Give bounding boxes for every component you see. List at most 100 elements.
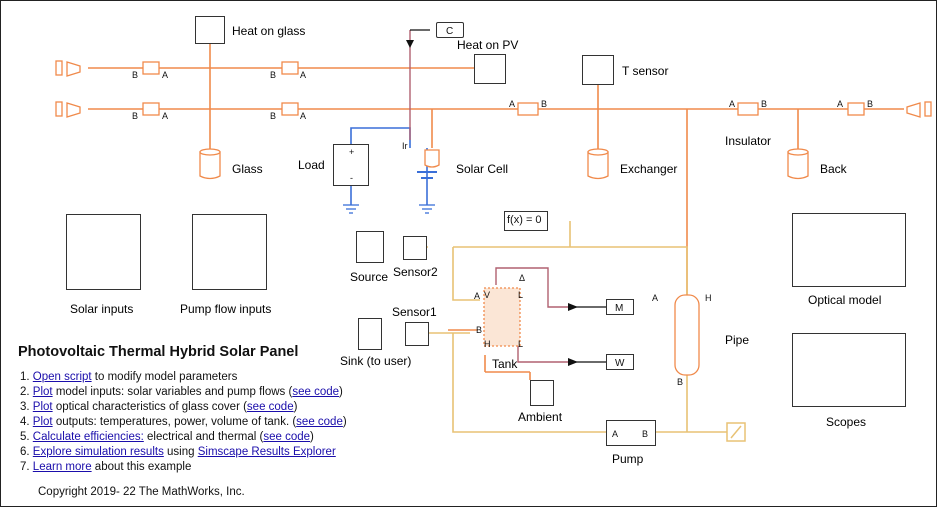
pipe-port-b: B	[677, 377, 684, 387]
load-label: Load	[298, 158, 325, 172]
port-a: A	[837, 99, 844, 109]
pv-cell-symbol	[417, 171, 437, 179]
port-b: B	[132, 111, 139, 121]
tank-port-l2: L	[518, 339, 524, 349]
pump-label: Pump	[612, 452, 644, 466]
instruction-step-5: 5. Calculate efficiencies: electrical an…	[20, 430, 347, 445]
step-link[interactable]: Plot	[32, 386, 53, 398]
t-sensor-label: T sensor	[622, 64, 669, 78]
instruction-step-1: 1. Open script to modify model parameter…	[20, 370, 347, 385]
pump-port-b: B	[642, 429, 649, 439]
step-text: using	[163, 446, 198, 458]
load-minus: -	[350, 173, 353, 183]
optical-model-block[interactable]	[792, 213, 906, 287]
sensor1-block[interactable]	[405, 322, 429, 346]
instruction-step-2: 2. Plot model inputs: solar variables an…	[20, 385, 347, 400]
back-label: Back	[820, 162, 847, 176]
step-text: 4.	[20, 416, 33, 428]
port-a: A	[509, 99, 516, 109]
step-text: model inputs: solar variables and pump f…	[52, 386, 293, 398]
step-link[interactable]: Plot	[32, 416, 53, 428]
pipe-port-a: A	[652, 293, 659, 303]
step-text: )	[293, 401, 298, 413]
load-plus: +	[349, 147, 355, 157]
step-text: 5.	[20, 431, 33, 443]
sensor2-label: Sensor2	[393, 265, 438, 279]
tank-port-a: A	[474, 291, 481, 301]
goto-w-block[interactable]	[606, 354, 634, 370]
port-b: B	[541, 99, 548, 109]
insulator-label: Insulator	[725, 134, 772, 148]
source-block[interactable]	[356, 231, 384, 263]
step-text: )	[339, 386, 343, 398]
goto-c-label: C	[446, 26, 454, 37]
step-link[interactable]: Plot	[32, 401, 53, 413]
load-block[interactable]	[333, 144, 369, 186]
solar-inputs-block[interactable]	[66, 214, 141, 290]
step-text: )	[342, 416, 347, 428]
tank-label: Tank	[492, 357, 518, 371]
sensor1-label: Sensor1	[392, 305, 437, 319]
port-a: A	[300, 111, 307, 121]
pump-port-a: A	[612, 429, 619, 439]
port-a: A	[162, 70, 169, 80]
tank-port-v: V	[484, 290, 491, 300]
heat-on-pv-block[interactable]	[474, 54, 506, 84]
step-link[interactable]: see code	[292, 386, 340, 398]
step-link[interactable]: Calculate efficiencies:	[32, 431, 144, 443]
step-text: )	[310, 431, 314, 443]
pump-block[interactable]	[606, 420, 656, 446]
fx-label: f(x) = 0	[507, 214, 542, 226]
ambient-label: Ambient	[518, 410, 563, 424]
port-b: B	[270, 111, 277, 121]
sink-label: Sink (to user)	[340, 354, 412, 368]
step-text: 3.	[20, 401, 33, 413]
solar-cell-label: Solar Cell	[456, 162, 509, 176]
port-a: A	[300, 70, 307, 80]
tank-port-h: H	[484, 339, 491, 349]
goto-m-label: M	[615, 303, 624, 314]
ambient-block[interactable]	[530, 380, 554, 406]
port-a: A	[162, 111, 169, 121]
port-b: B	[761, 99, 768, 109]
step-link[interactable]: Explore simulation results	[32, 446, 164, 458]
port-a: A	[729, 99, 736, 109]
ir-port-label: Ir	[402, 141, 408, 151]
glass-label: Glass	[232, 162, 263, 176]
step-text: outputs: temperatures, power, volume of …	[52, 416, 297, 428]
scopes-label: Scopes	[826, 415, 867, 429]
pipe-symbol	[674, 294, 700, 376]
sink-block[interactable]	[358, 318, 382, 350]
fx-block[interactable]	[504, 211, 548, 231]
goto-m-block[interactable]	[606, 299, 634, 315]
step-link[interactable]: see code	[263, 431, 311, 443]
exchanger-label: Exchanger	[620, 162, 678, 176]
tank-symbol	[483, 287, 521, 347]
step-link[interactable]: see code	[296, 416, 343, 428]
tank-port-l: L	[518, 290, 524, 300]
port-b: B	[867, 99, 874, 109]
step-link[interactable]: Open script	[32, 371, 92, 383]
step-text: 6.	[20, 446, 33, 458]
step-link[interactable]: Learn more	[32, 461, 92, 473]
step-text: 1.	[20, 371, 33, 383]
t-sensor-block[interactable]	[582, 55, 614, 85]
thermal-masses	[199, 148, 809, 180]
pump-flow-inputs-block[interactable]	[192, 214, 267, 290]
model-title: Photovoltaic Thermal Hybrid Solar Panel	[18, 344, 299, 360]
sensor2-block[interactable]	[403, 236, 427, 260]
goto-c-block[interactable]	[436, 22, 464, 38]
instruction-step-6: 6. Explore simulation results using Sims…	[20, 445, 347, 460]
heat-on-glass-block[interactable]	[195, 16, 225, 44]
scopes-block[interactable]	[792, 333, 906, 407]
step-text: to modify model parameters	[91, 371, 238, 383]
step-link[interactable]: Simscape Results Explorer	[197, 446, 336, 458]
step-text: electrical and thermal (	[143, 431, 264, 443]
step-link[interactable]: see code	[246, 401, 294, 413]
step-text: optical characteristics of glass cover (	[52, 401, 247, 413]
pump-flow-inputs-label: Pump flow inputs	[180, 302, 272, 316]
pipe-port-h: H	[705, 293, 712, 303]
solar-inputs-label: Solar inputs	[70, 302, 134, 316]
port-b: B	[132, 70, 139, 80]
